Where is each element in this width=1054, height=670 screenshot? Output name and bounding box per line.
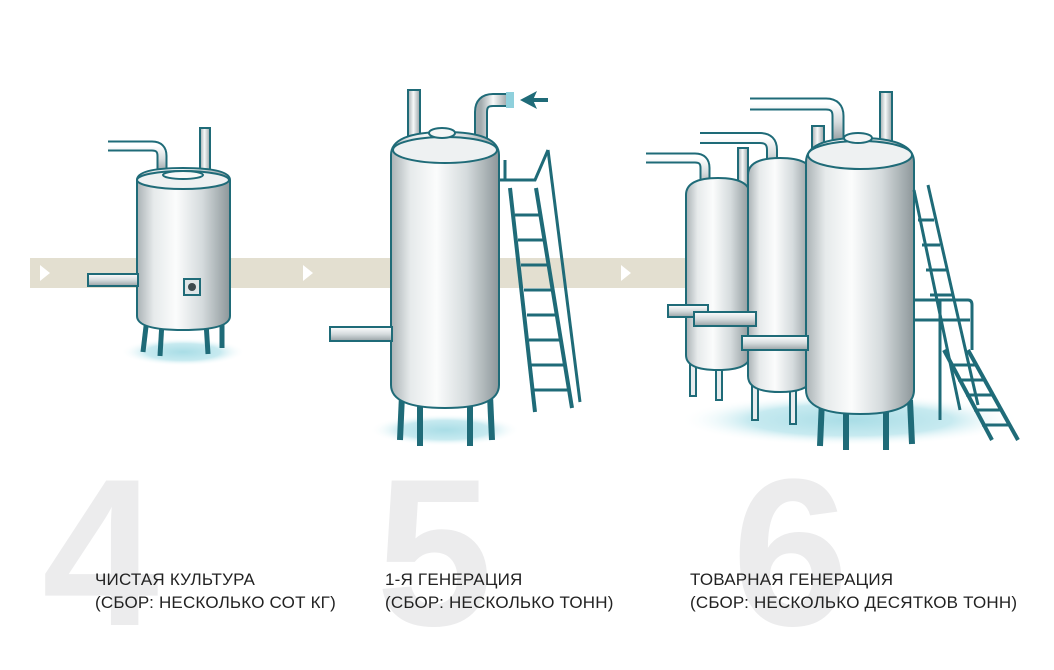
stage-subtitle: (СБОР: НЕСКОЛЬКО ДЕСЯТКОВ ТОНН) (690, 593, 1018, 612)
stage-subtitle: (СБОР: НЕСКОЛЬКО СОТ КГ) (95, 593, 336, 612)
stage-caption-5: 1-Я ГЕНЕРАЦИЯ (СБОР: НЕСКОЛЬКО ТОНН) (385, 568, 614, 614)
arrow-left-icon (520, 91, 537, 109)
stage-title: ЧИСТАЯ КУЛЬТУРА (95, 570, 256, 589)
first-generation-tank (329, 89, 582, 446)
stage-number-5: 5 (376, 435, 493, 670)
stage-title: ТОВАРНАЯ ГЕНЕРАЦИЯ (690, 570, 894, 589)
stage-number-4: 4 (42, 435, 159, 670)
chevron-right-icon (40, 265, 50, 281)
stage-subtitle: (СБОР: НЕСКОЛЬКО ТОНН) (385, 593, 614, 612)
fermentation-scene (30, 89, 1020, 450)
stage-caption-4: ЧИСТАЯ КУЛЬТУРА (СБОР: НЕСКОЛЬКО СОТ КГ) (95, 568, 336, 614)
stage-title: 1-Я ГЕНЕРАЦИЯ (385, 570, 523, 589)
stage-number-6: 6 (732, 435, 849, 670)
commercial-generation-tanks (646, 91, 1020, 450)
chevron-right-icon (621, 265, 631, 281)
inlet-marker (506, 92, 514, 108)
chevron-right-icon (303, 265, 313, 281)
pure-culture-tank (87, 127, 245, 366)
stage-caption-6: ТОВАРНАЯ ГЕНЕРАЦИЯ (СБОР: НЕСКОЛЬКО ДЕСЯ… (690, 568, 1017, 614)
